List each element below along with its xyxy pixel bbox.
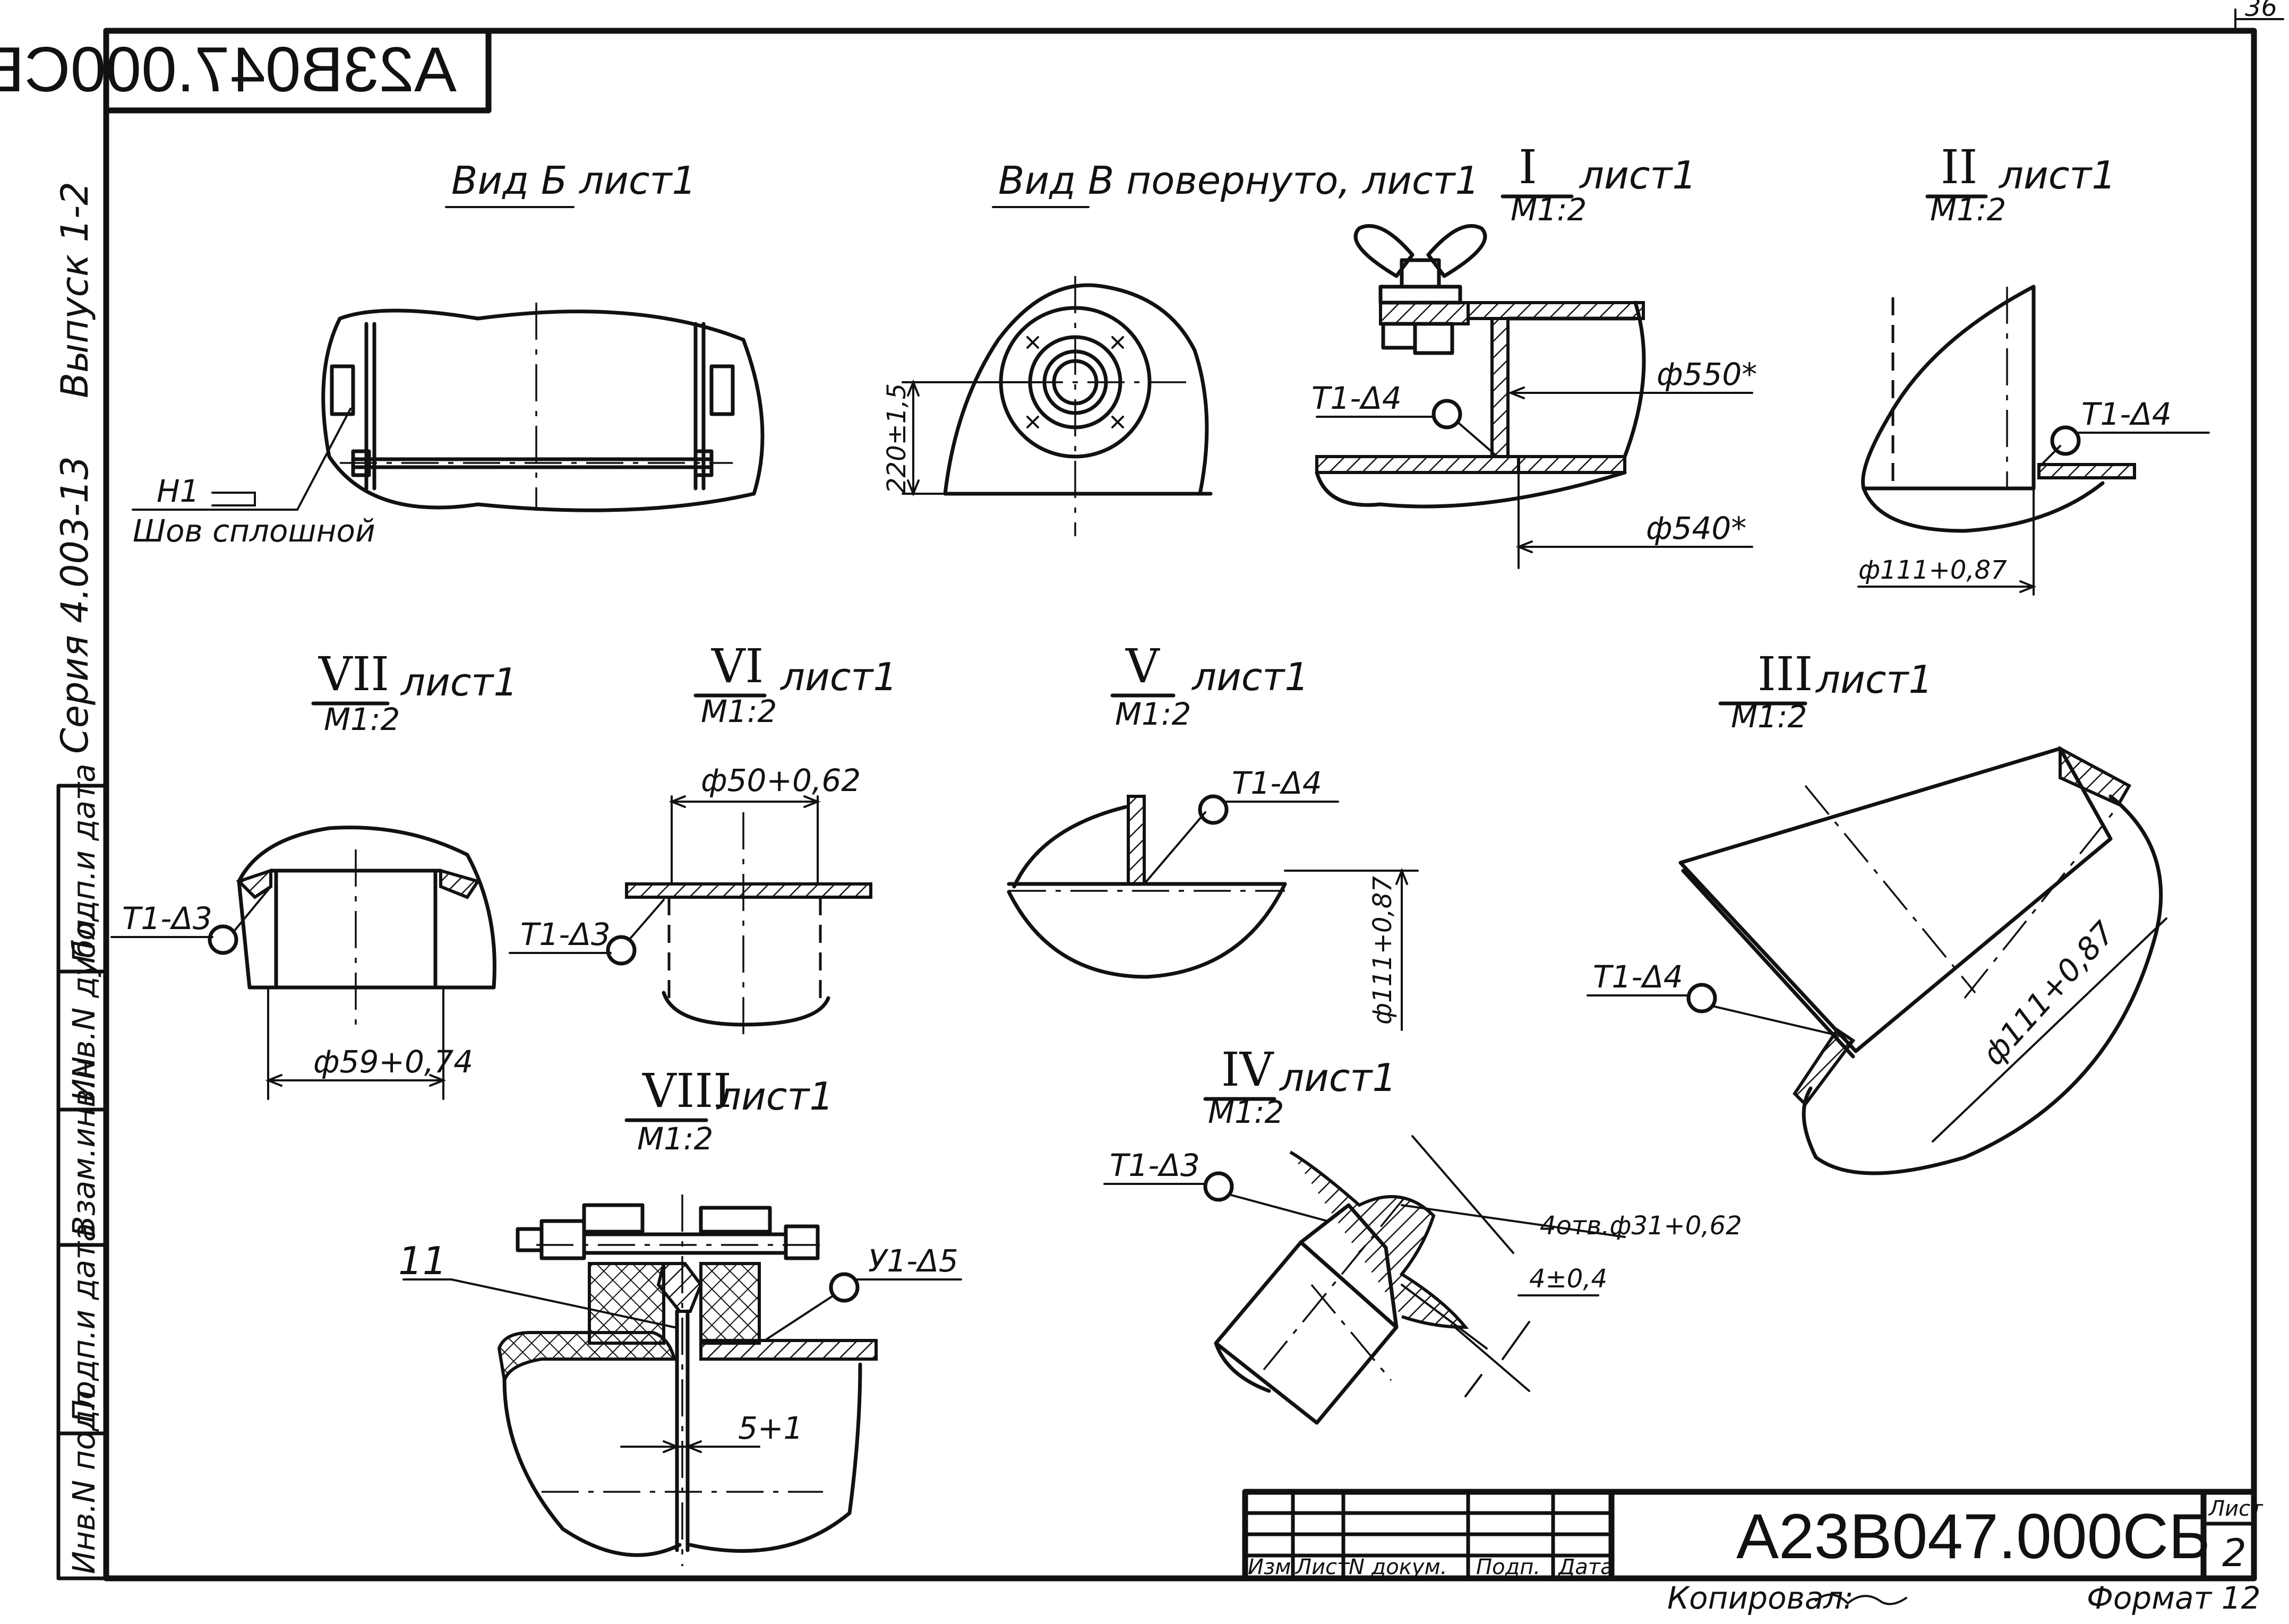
- detail-5: V лист1 М1:2 Т1-Δ4 ф111+0,87: [1007, 639, 1419, 1031]
- tb-footer-format: Формат 12: [2087, 1580, 2261, 1616]
- detail-7-weld: Т1-Δ3: [122, 900, 212, 936]
- title-block: Изм. Лист N докум. Подп. Дата А23В047.00…: [1242, 1489, 2264, 1616]
- detail-8-title: лист1: [716, 1074, 834, 1119]
- copied-signature: [1815, 1593, 1907, 1605]
- side-issue: Выпуск 1-2: [53, 182, 97, 398]
- detail-4-roman: IV: [1221, 1042, 1274, 1097]
- detail-5-weld: Т1-Δ4: [1232, 765, 1322, 801]
- view-b-weld-text: Шов сплошной: [133, 513, 375, 549]
- detail-2-scale: М1:2: [1930, 192, 2006, 228]
- detail-6-roman: VI: [711, 639, 764, 693]
- tb-sheet-label: Лист: [2208, 1497, 2264, 1521]
- view-b-title: Вид Б лист1: [451, 158, 696, 203]
- detail-6-dim: ф50+0,62: [701, 762, 861, 798]
- detail-1-dim-a: ф550*: [1657, 356, 1757, 392]
- mirrored-stamp: А23В047.000СБ: [0, 28, 492, 114]
- detail-4-title: лист1: [1279, 1055, 1396, 1100]
- detail-2-title: лист1: [1998, 153, 2116, 197]
- view-v-dim: 220±1,5: [882, 383, 912, 494]
- sheet-frame: 36: [103, 0, 2284, 1582]
- detail-3-dim: ф111+0,87: [1975, 915, 2122, 1072]
- detail-5-title: лист1: [1191, 655, 1309, 699]
- detail-7-scale: М1:2: [324, 701, 400, 737]
- detail-5-scale: М1:2: [1115, 696, 1191, 732]
- detail-7-roman: VII: [318, 647, 389, 701]
- detail-6-title: лист1: [779, 655, 897, 699]
- view-v: Вид В повернуто, лист1 220±1,5: [882, 158, 1479, 536]
- tb-header-data: Дата: [1557, 1555, 1614, 1579]
- detail-7: VII лист1 М1:2 ф59+0,74 Т1-Δ3: [110, 647, 518, 1100]
- tb-code: А23В047.000СБ: [1736, 1501, 2210, 1572]
- detail-5-dim: ф111+0,87: [1368, 876, 1398, 1025]
- detail-4-dim-a: 4отв.ф31+0,62: [1540, 1211, 1742, 1241]
- detail-8-part: 11: [398, 1239, 447, 1283]
- side-col-vzam-inv: Взам.инв.N: [66, 1056, 102, 1237]
- side-col-podp-data-1: Подп.и дата: [66, 1223, 102, 1423]
- view-b-weld-code: Н1: [157, 473, 200, 509]
- detail-5-roman: V: [1125, 639, 1160, 693]
- tb-header-podp: Подп.: [1476, 1555, 1540, 1579]
- detail-3-weld: Т1-Δ4: [1593, 959, 1683, 995]
- detail-3: III лист1 М1:2 ф111+0,87 Т1-Δ4: [1587, 647, 2167, 1175]
- tb-header-ndokum: N докум.: [1349, 1555, 1447, 1579]
- detail-3-scale: М1:2: [1731, 699, 1807, 735]
- tb-footer-copied: Копировал:: [1667, 1580, 1854, 1616]
- detail-2-weld: Т1-Δ4: [2081, 396, 2172, 432]
- tb-header-list: Лист: [1294, 1555, 1350, 1579]
- corner-number: 36: [2245, 0, 2277, 22]
- side-series: Серия 4.003-13: [53, 456, 97, 754]
- detail-6: VI лист1 М1:2 ф50+0,62 Т1-Δ3: [509, 639, 897, 1035]
- detail-7-title: лист1: [400, 660, 518, 704]
- detail-1-dim-b: ф540*: [1646, 510, 1746, 546]
- detail-1-weld: Т1-Δ4: [1311, 380, 1402, 416]
- detail-3-roman: III: [1758, 647, 1813, 701]
- detail-4: IV лист1 М1:2 4отв.ф31+0,62 4±0,4 Т1-Δ3: [1103, 1042, 1742, 1425]
- detail-1: I лист1 М1:2 ф550* ф540* Т1-Δ4: [1311, 140, 1757, 569]
- detail-1-scale: М1:2: [1511, 192, 1587, 228]
- detail-6-scale: М1:2: [701, 693, 777, 729]
- detail-4-weld: Т1-Δ3: [1110, 1147, 1200, 1183]
- view-v-title: Вид В повернуто, лист1: [998, 158, 1479, 203]
- detail-2-roman: II: [1941, 140, 1978, 194]
- detail-8-weld: У1-Δ5: [868, 1243, 958, 1279]
- tb-sheet-no: 2: [2222, 1531, 2247, 1575]
- side-col-podp-data-2: Подп.и дата: [66, 763, 102, 964]
- detail-7-dim: ф59+0,74: [313, 1044, 473, 1080]
- tb-header-izm: Изм.: [1248, 1555, 1298, 1579]
- detail-2-dim: ф111+0,87: [1858, 555, 2007, 585]
- side-col-inv-dubl: Инв.N дубл.: [66, 910, 102, 1102]
- detail-8-dim: 5+1: [738, 1410, 803, 1446]
- mirrored-code: А23В047.000СБ: [0, 34, 457, 105]
- detail-2: II лист1 М1:2 Т1-Δ4 ф111+0,87: [1857, 140, 2210, 596]
- detail-1-title: лист1: [1579, 153, 1696, 197]
- view-b: Вид Б лист1 Н1 Шов сплошной: [132, 158, 765, 549]
- detail-1-roman: I: [1519, 140, 1537, 194]
- detail-6-weld: Т1-Δ3: [520, 916, 611, 952]
- side-margin: Серия 4.003-13 Выпуск 1-2 Инв.N подл. По…: [53, 182, 108, 1580]
- detail-8: VIII лист1 М1:2 5+1 11 У1-Δ5: [398, 1063, 962, 1566]
- side-col-inv-podl: Инв.N подл.: [66, 1380, 102, 1574]
- detail-8-roman: VIII: [642, 1063, 732, 1118]
- detail-8-scale: М1:2: [637, 1121, 713, 1157]
- detail-3-title: лист1: [1815, 657, 1933, 702]
- detail-4-scale: М1:2: [1208, 1094, 1284, 1130]
- detail-4-dim-b: 4±0,4: [1529, 1264, 1607, 1294]
